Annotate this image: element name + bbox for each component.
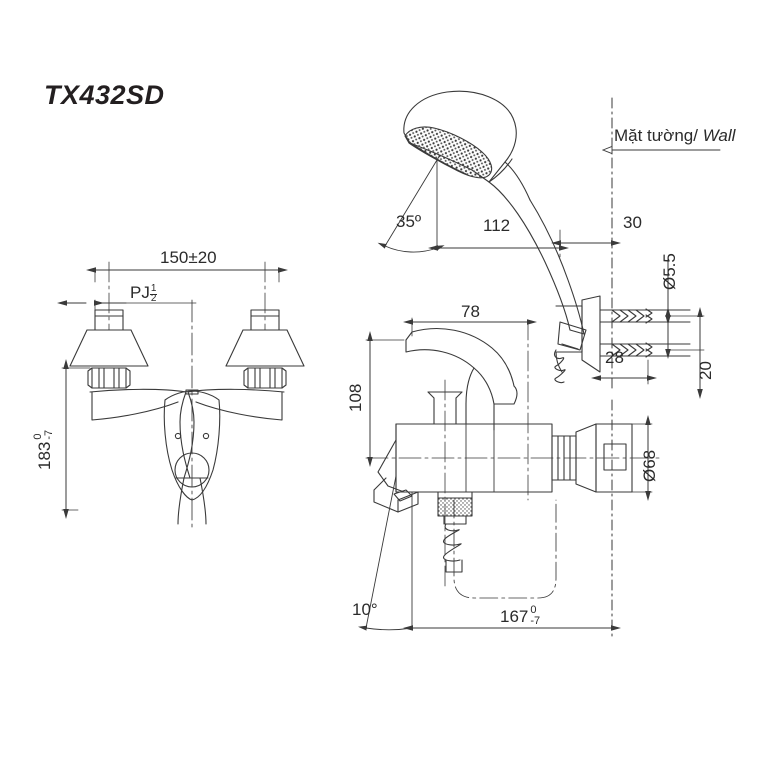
wall-label-vietnamese: Mặt tường/ bbox=[614, 126, 698, 145]
page-title: TX432SD bbox=[44, 80, 165, 110]
dimension-length-112: 112 bbox=[483, 216, 511, 235]
height-183-value: 183 bbox=[34, 441, 54, 470]
dimension-angle-10: 10° bbox=[352, 600, 378, 619]
front-view-group bbox=[69, 299, 305, 531]
length-167-value: 167 bbox=[500, 606, 529, 626]
dimension-length-78: 78 bbox=[461, 302, 480, 321]
dimension-length-30: 30 bbox=[623, 213, 642, 232]
handshower-dimension-lines bbox=[377, 154, 705, 399]
wall-anchors bbox=[599, 308, 691, 358]
dimension-length-20: 20 bbox=[696, 361, 715, 380]
height-183-tolerance: 0-7 bbox=[32, 429, 55, 440]
dimension-diameter-5-5: Ø5.5 bbox=[660, 253, 679, 290]
wall-reference-label: Mặt tường/ Wall bbox=[614, 126, 735, 146]
side-view-dimension-lines bbox=[357, 317, 653, 641]
front-view-dimension-lines bbox=[57, 261, 288, 519]
dimension-spread-150: 150±20 bbox=[160, 248, 217, 267]
thread-label: PJ bbox=[130, 283, 150, 302]
side-view-group bbox=[365, 319, 661, 591]
dimension-length-28: 28 bbox=[605, 348, 624, 367]
wall-label-english: Wall bbox=[702, 126, 736, 145]
dimension-angle-35: 35º bbox=[396, 212, 422, 231]
shower-holder-bracket bbox=[554, 295, 601, 384]
handshower-group bbox=[403, 90, 587, 351]
dimension-height-108: 108 bbox=[346, 383, 365, 412]
dimension-diameter-68: Ø68 bbox=[640, 449, 659, 482]
wall-reference bbox=[612, 97, 721, 393]
length-167-tolerance: 0-7 bbox=[530, 604, 541, 627]
